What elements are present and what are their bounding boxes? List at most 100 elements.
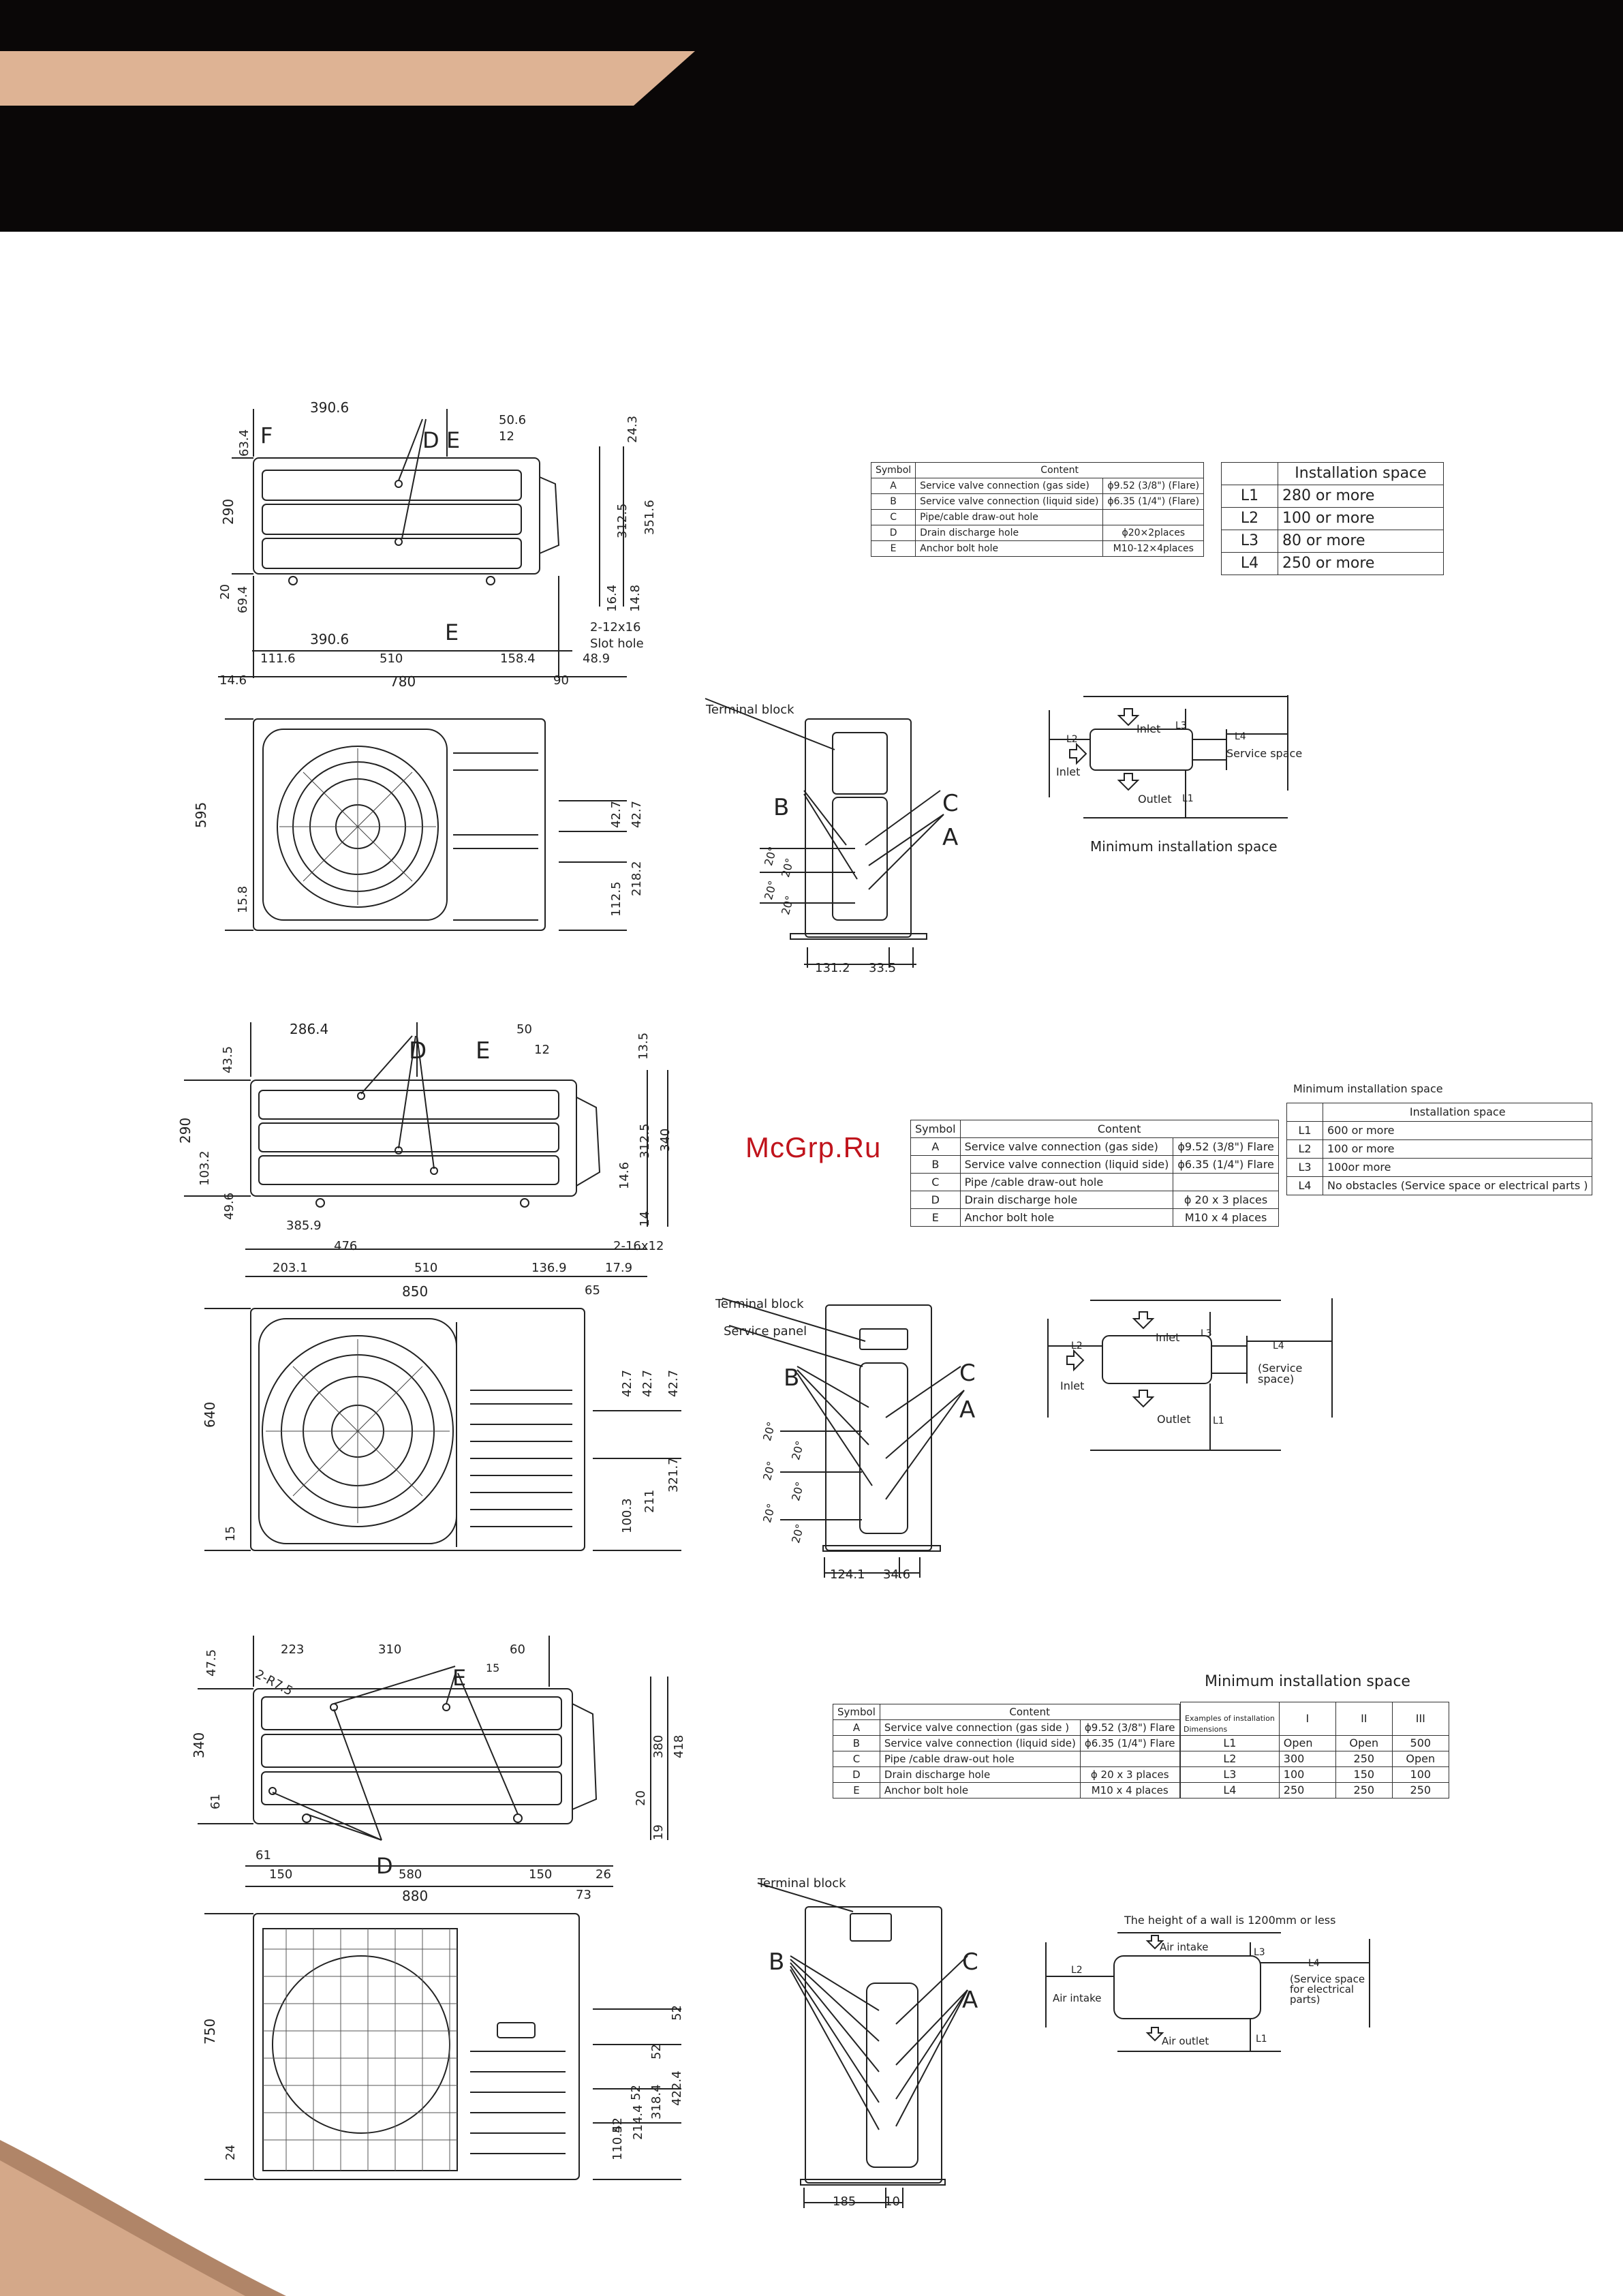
table-cell: Open	[1335, 1735, 1393, 1751]
table-cell: L1	[1180, 1735, 1280, 1751]
u3-dim: 47.5	[204, 1649, 219, 1677]
table-cell: 100 or more	[1278, 507, 1444, 530]
table-cell: Open	[1278, 1735, 1336, 1751]
u3-sp: L3	[1254, 1947, 1265, 1958]
u3-letter: E	[452, 1665, 467, 1691]
u1-dim: 290	[220, 498, 236, 525]
u2-letter: C	[959, 1360, 976, 1387]
table-cell: D	[910, 1191, 961, 1209]
table-cell: L4	[1286, 1176, 1323, 1195]
u1-dim: 780	[390, 673, 416, 690]
u1-sp: L4	[1235, 731, 1246, 742]
u3-dim: 150	[269, 1867, 293, 1882]
bottom-wave	[0, 2140, 286, 2296]
u1-dim: 42.7	[630, 800, 644, 828]
u1-dim: 42.7	[609, 800, 623, 828]
col-header: III	[1391, 1702, 1449, 1736]
u3-sp: Air intake	[1053, 1992, 1102, 2004]
table-cell: 250	[1335, 1782, 1393, 1798]
u2-sp: L2	[1071, 1341, 1083, 1351]
u3-dim: 422.4	[670, 2070, 684, 2106]
table-header-content: Content	[915, 462, 1205, 478]
u2-dim: 14.6	[617, 1161, 632, 1189]
u3-dim: 580	[399, 1867, 422, 1882]
table-cell: Anchor bolt hole	[959, 1208, 1174, 1227]
corner-top: Examples of installation	[1185, 1714, 1275, 1723]
u3-sp: The height of a wall is 1200mm or less	[1124, 1914, 1336, 1927]
u3-dim: 52	[610, 2117, 625, 2133]
u3-letter: A	[962, 1987, 978, 2014]
u3-dim: 60	[510, 1642, 525, 1657]
u3-dim: 52	[649, 2044, 664, 2060]
u1-dim: 510	[380, 652, 403, 666]
table-cell: L1	[1221, 485, 1278, 508]
table-cell: 100or more	[1322, 1158, 1593, 1177]
u3-dim: 26	[596, 1867, 611, 1882]
table-cell	[1173, 1173, 1279, 1191]
u1-letter: C	[942, 790, 959, 817]
u3-dim: 24	[223, 2145, 238, 2160]
col-header: I	[1278, 1702, 1336, 1736]
u3-dim: 73	[576, 1888, 591, 1902]
u3-dim: 61	[208, 1794, 223, 1809]
u2-dim: 103.2	[198, 1150, 212, 1186]
u2-dim: 50	[516, 1022, 532, 1037]
u2-dim: 312.5	[638, 1123, 652, 1159]
u3-dim: 750	[202, 2018, 218, 2045]
u2-label: Terminal block	[715, 1297, 804, 1311]
u1-sp: L1	[1182, 793, 1194, 804]
u2-dim: 211	[643, 1489, 657, 1513]
table-cell: B	[833, 1735, 880, 1751]
u1-dim: 351.6	[643, 500, 657, 535]
unit3-space-title: Minimum installation space	[1205, 1673, 1410, 1690]
u1-letter: A	[942, 824, 959, 851]
u2-sp: Outlet	[1157, 1413, 1191, 1426]
u2-dim: 640	[202, 1401, 218, 1428]
u1-letter: E	[445, 619, 459, 645]
u1-dim: 90	[553, 673, 569, 688]
u1-dim: 20	[218, 584, 232, 600]
u1-dim: 15.8	[236, 885, 250, 913]
table-cell: A	[910, 1137, 961, 1156]
table-cell: L2	[1286, 1139, 1323, 1159]
u3-letter: D	[376, 1853, 393, 1879]
table-cell: E	[870, 540, 916, 557]
table-cell: Service valve connection (gas side)	[915, 478, 1104, 494]
u2-label: Service panel	[724, 1324, 807, 1338]
table-cell: Service valve connection (liquid side)	[879, 1735, 1081, 1751]
table-cell: Service valve connection (gas side )	[879, 1719, 1081, 1736]
table-cell: ϕ20×2places	[1102, 525, 1205, 541]
table-cell: 80 or more	[1278, 530, 1444, 553]
table-cell: L2	[1221, 507, 1278, 530]
u2-dim: 34.6	[883, 1567, 911, 1582]
space-table-header: Installation space	[1322, 1103, 1593, 1122]
table-cell: L3	[1221, 530, 1278, 553]
table-cell: Service valve connection (gas side)	[959, 1137, 1174, 1156]
u3-sp: Air outlet	[1162, 2035, 1209, 2047]
table-header-content: Content	[879, 1704, 1180, 1720]
u2-dim: 43.5	[221, 1045, 235, 1073]
u3-dim: 52	[670, 2005, 684, 2021]
u1-sp: L3	[1175, 720, 1187, 731]
table-cell: 250	[1335, 1751, 1393, 1767]
u2-dim: 290	[177, 1117, 194, 1144]
table-cell: C	[910, 1173, 961, 1191]
table-cell: Open	[1391, 1751, 1449, 1767]
table-cell: ϕ 20 x 3 places	[1173, 1191, 1279, 1209]
table-cell: Pipe /cable draw-out hole	[959, 1173, 1174, 1191]
u2-dim: 286.4	[290, 1021, 329, 1037]
u3-sp: L1	[1256, 2034, 1267, 2045]
table-cell: ϕ6.35 (1/4") (Flare)	[1102, 493, 1205, 510]
table-cell: B	[870, 493, 916, 510]
